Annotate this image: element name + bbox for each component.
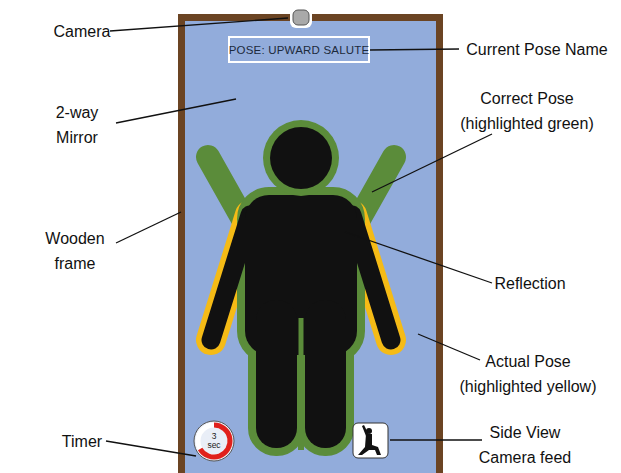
timer-value: 3 sec (204, 432, 224, 450)
silhouette-body (358, 434, 381, 455)
leg (305, 300, 346, 448)
mirror-surface (185, 21, 436, 473)
leg (256, 300, 297, 448)
leg-outline (305, 300, 346, 448)
leader-line (372, 134, 492, 192)
leader-line (418, 334, 480, 360)
side-view-feed (353, 423, 388, 458)
correct-body-outline (245, 195, 357, 448)
pose-name-box: POSE: UPWARD SALUTE (228, 36, 370, 63)
leader-line (116, 99, 236, 123)
leader-lines (106, 18, 492, 456)
part-label: Correct Pose (highlighted green) (452, 86, 602, 136)
part-label: Actual Pose (highlighted yellow) (453, 349, 603, 399)
lunge-silhouette (358, 425, 381, 455)
part-label: Side View Camera feed (475, 420, 575, 470)
silhouette-arm (362, 425, 369, 436)
reflection-arm (211, 215, 250, 340)
head-outline (263, 120, 339, 196)
wooden-frame (178, 14, 443, 473)
leader-line (370, 49, 459, 50)
camera-lens (293, 10, 309, 25)
leg-outline (256, 300, 297, 448)
leader-line (345, 232, 492, 283)
leader-line (116, 212, 181, 243)
part-label: Current Pose Name (462, 37, 612, 62)
head (270, 127, 332, 189)
part-label: 2-way Mirror (42, 100, 112, 150)
reflection-body (245, 195, 357, 448)
part-label: Camera (50, 19, 114, 44)
pose-name: POSE: UPWARD SALUTE (229, 44, 370, 56)
part-label: Reflection (480, 271, 580, 296)
timer-ring (198, 425, 230, 457)
camera-housing (290, 7, 312, 28)
leg-gap (298, 310, 304, 450)
part-label: Wooden frame (40, 226, 110, 276)
timer-face (194, 421, 234, 461)
leg-gap (299, 318, 304, 440)
leader-line (106, 441, 196, 456)
part-label: Timer (56, 429, 108, 454)
reflection-arm (352, 215, 391, 340)
timer-progress (200, 425, 230, 457)
leader-line (390, 439, 482, 440)
leader-line (110, 18, 288, 31)
timer-circle: 3 sec (193, 420, 235, 462)
